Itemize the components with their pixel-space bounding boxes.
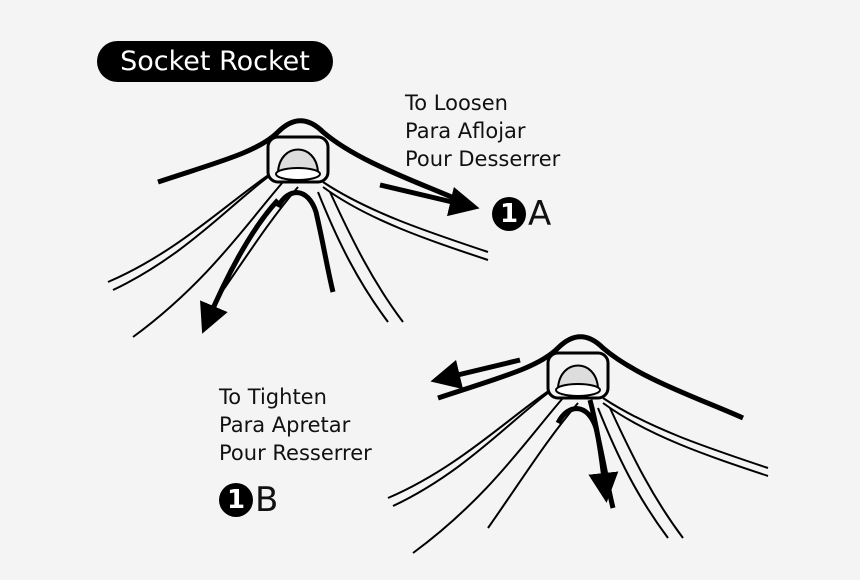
loosen-en: To Loosen xyxy=(405,91,508,115)
step-1a: 1 A xyxy=(492,194,551,234)
loosen-instructions: To Loosen Para Aflojar Pour Desserrer xyxy=(405,89,560,173)
step-1b: 1 B xyxy=(219,480,278,520)
step-number-badge: 1 xyxy=(219,483,253,517)
loosen-down-arrow-icon xyxy=(200,198,280,334)
loosen-es: Para Aflojar xyxy=(405,119,526,143)
diagram-tighten xyxy=(388,337,768,553)
tighten-en: To Tighten xyxy=(219,385,327,409)
loosen-arrow-icon xyxy=(379,182,480,217)
tighten-fr: Pour Resserrer xyxy=(219,441,372,465)
tighten-down-arrow-icon xyxy=(587,399,619,503)
loosen-fr: Pour Desserrer xyxy=(405,147,561,171)
tighten-instructions: To Tighten Para Apretar Pour Resserrer xyxy=(219,383,372,467)
step-letter: A xyxy=(528,194,552,234)
step-number-badge: 1 xyxy=(492,197,526,231)
tighten-es: Para Apretar xyxy=(219,413,351,437)
title-badge: Socket Rocket xyxy=(97,41,333,82)
step-letter: B xyxy=(255,480,279,520)
tighten-arrow-icon xyxy=(430,357,521,390)
diagram-loosen xyxy=(108,121,488,337)
